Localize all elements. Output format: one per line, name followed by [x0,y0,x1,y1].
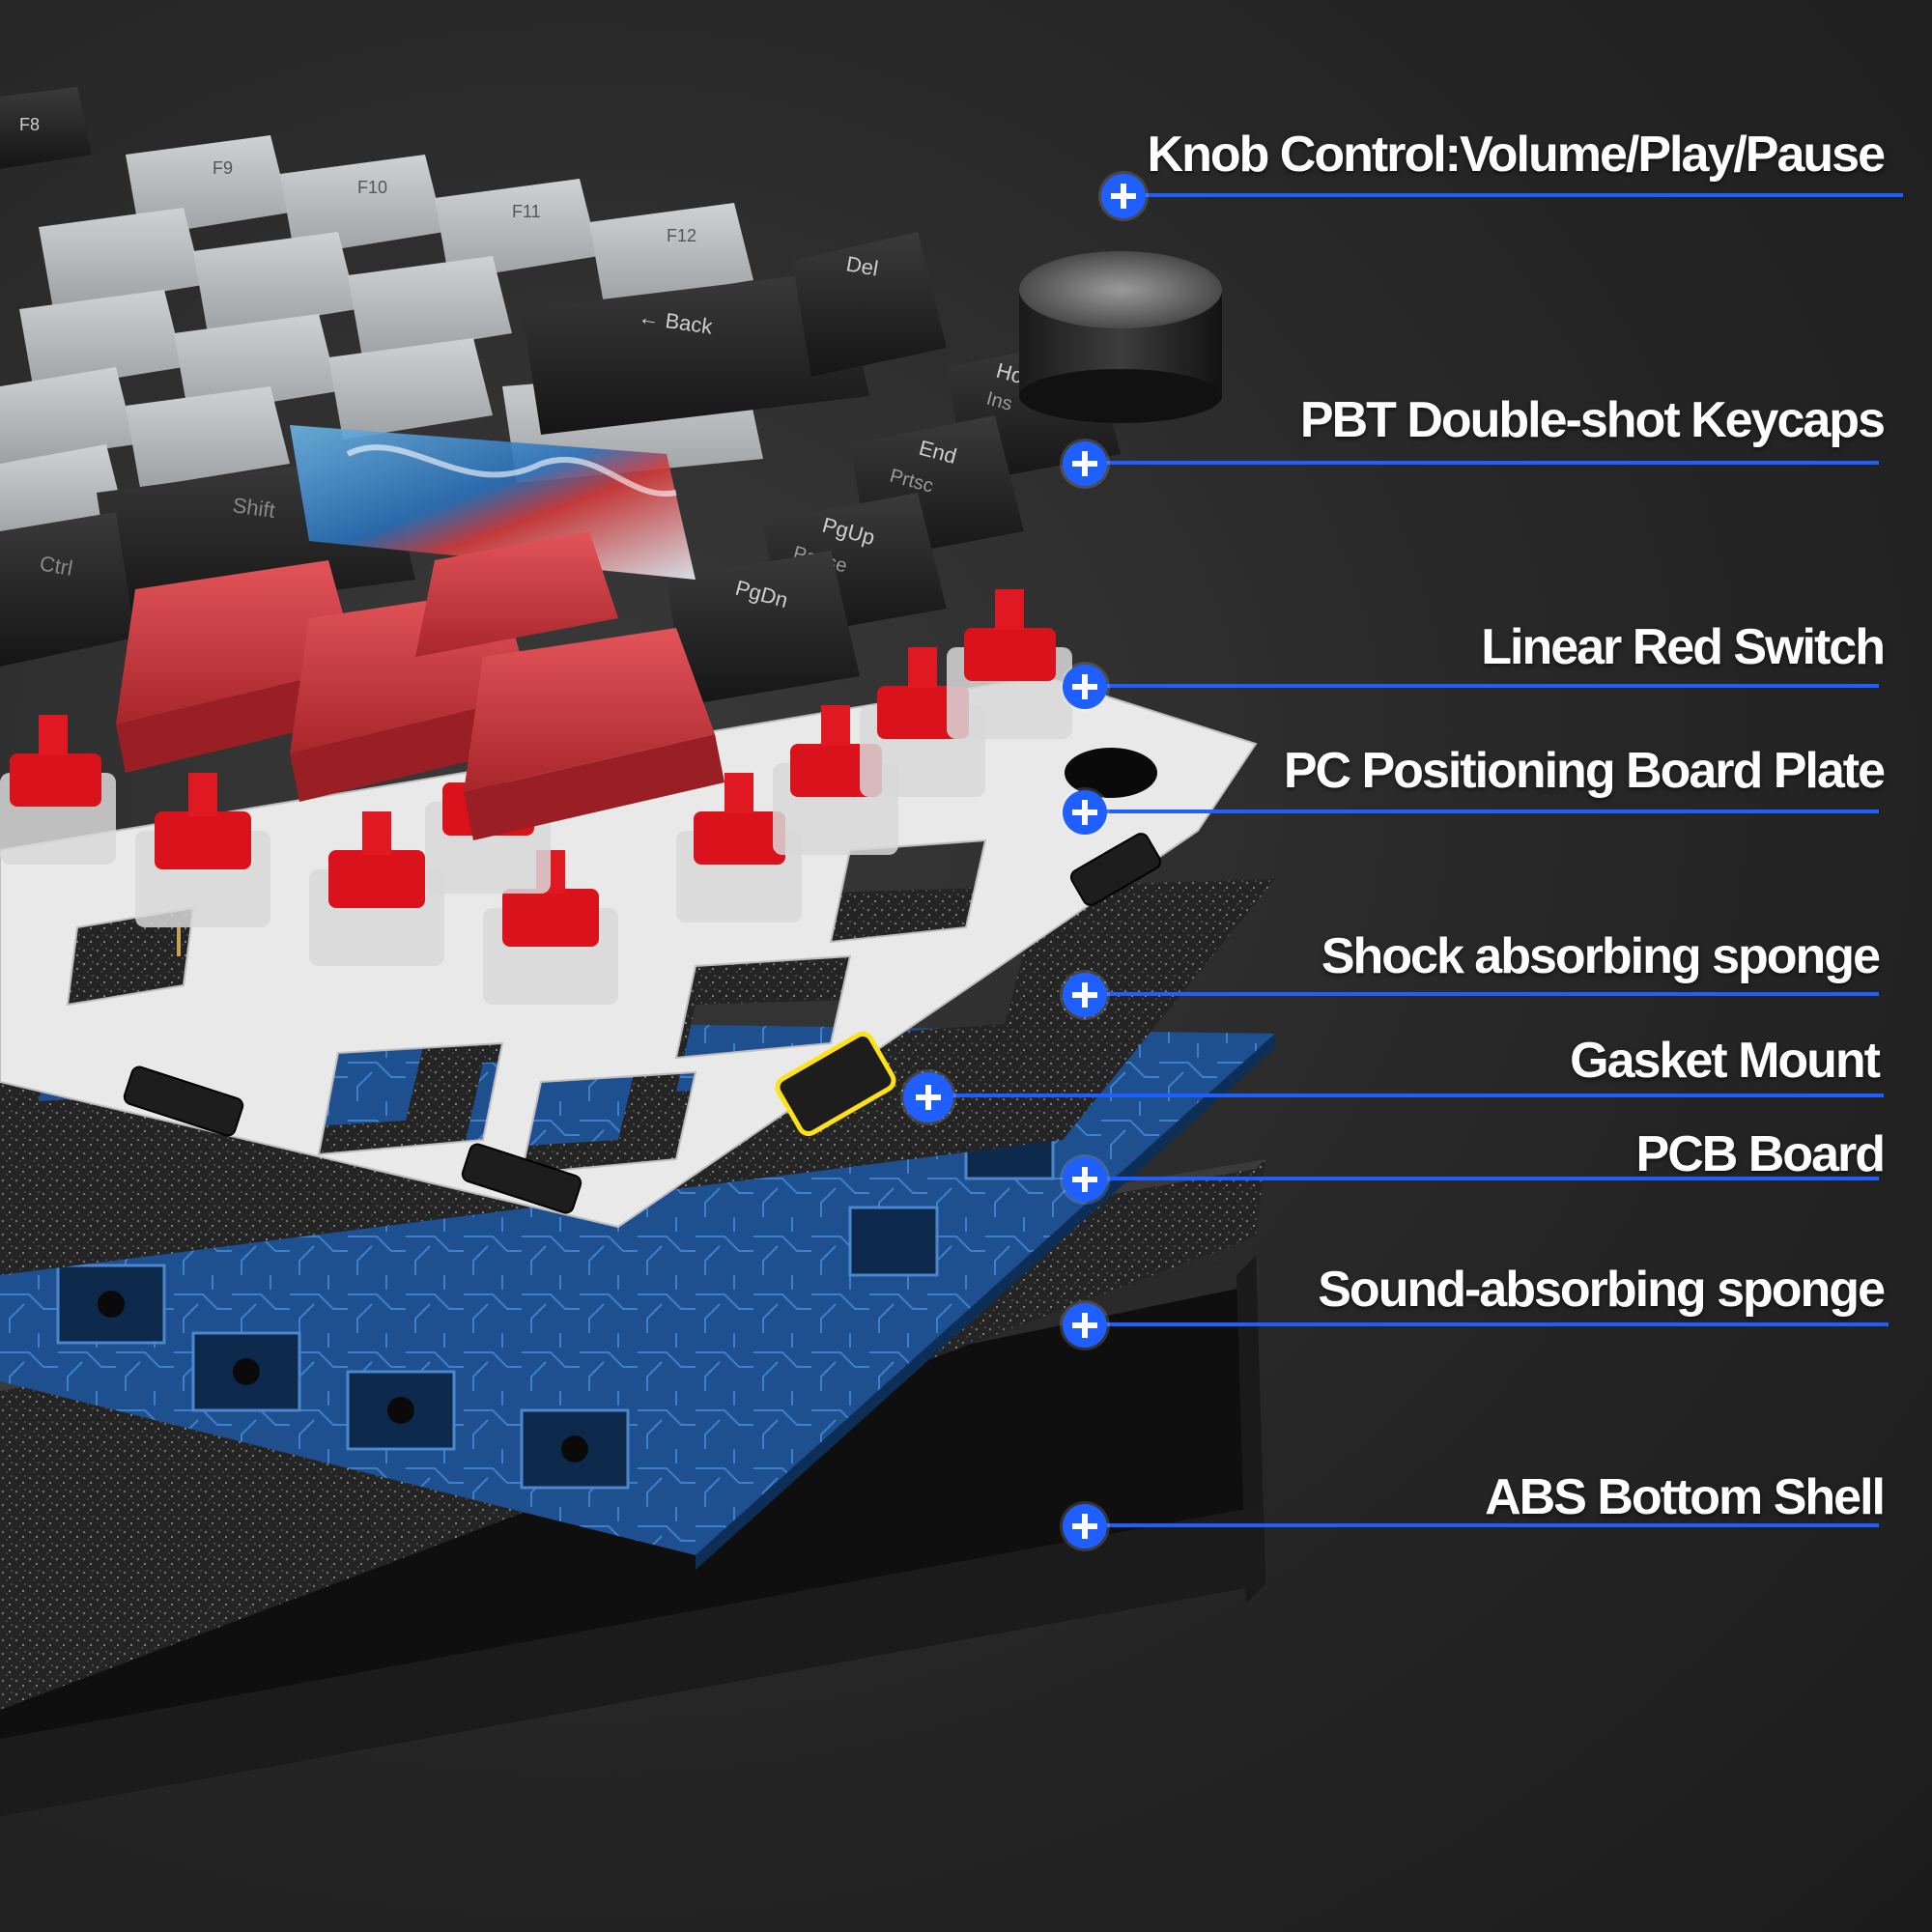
callout-label: Linear Red Switch [1481,619,1886,675]
key-shift: Shift [231,493,276,523]
callout-pc-plate: PC Positioning Board Plate [1063,742,1886,838]
volume-knob [1019,251,1222,423]
plus-icon[interactable] [1101,174,1146,218]
callout-line [1082,1322,1889,1326]
plus-icon[interactable] [1063,1157,1107,1202]
key-ctrl: Ctrl [38,551,74,581]
callout-label: PBT Double-shot Keycaps [1299,392,1886,448]
callout-line [923,1094,1884,1097]
callout-label: ABS Bottom Shell [1485,1469,1886,1525]
callout-pcb-board: PCB Board [1063,1125,1886,1222]
artisan-resin-keycap [290,425,696,580]
keycaps-red [116,531,724,840]
callout-label: PCB Board [1635,1126,1886,1182]
key-f8: F8 [19,115,40,134]
callout-label: Shock absorbing sponge [1321,928,1881,984]
key-f10: F10 [357,178,387,197]
callout-line [1082,461,1879,465]
callout-linear-red-switch: Linear Red Switch [1063,618,1886,715]
plus-icon[interactable] [1063,1504,1107,1548]
callout-gasket-mount: Gasket Mount [903,1032,1884,1128]
callout-sound-sponge: Sound-absorbing sponge [1063,1261,1889,1357]
keycaps-grey: F8 F9 F10 F11 F12 [0,87,763,541]
plus-icon[interactable] [903,1072,953,1122]
callout-label: Gasket Mount [1570,1033,1881,1089]
callout-label: PC Positioning Board Plate [1283,743,1886,799]
key-f11: F11 [512,202,541,221]
plus-icon[interactable] [1063,441,1107,486]
callout-label: Sound-absorbing sponge [1318,1262,1886,1318]
callout-line [1082,810,1879,813]
plus-icon[interactable] [1063,973,1107,1017]
gasket-mount-highlight [775,1031,896,1137]
gasket-mounts [123,833,1162,1214]
callout-knob-control: Knob Control:Volume/Play/Pause [1101,126,1903,222]
key-f9: F9 [213,158,233,178]
key-del: Del [844,251,880,280]
key-f12: F12 [667,226,696,245]
callout-line [1082,992,1879,996]
pc-positioning-plate [0,674,1258,1229]
callout-keycaps: PBT Double-shot Keycaps [1063,391,1886,488]
callout-line [1121,193,1903,197]
callout-bottom-shell: ABS Bottom Shell [1063,1468,1886,1565]
plus-icon[interactable] [1063,1303,1107,1348]
plus-icon[interactable] [1063,790,1107,835]
plus-icon[interactable] [1063,665,1107,709]
callout-label: Knob Control:Volume/Play/Pause [1147,127,1886,183]
callout-line [1082,1523,1879,1527]
callout-line [1082,1177,1879,1180]
callout-shock-sponge: Shock absorbing sponge [1063,927,1881,1024]
callout-line [1082,684,1879,688]
